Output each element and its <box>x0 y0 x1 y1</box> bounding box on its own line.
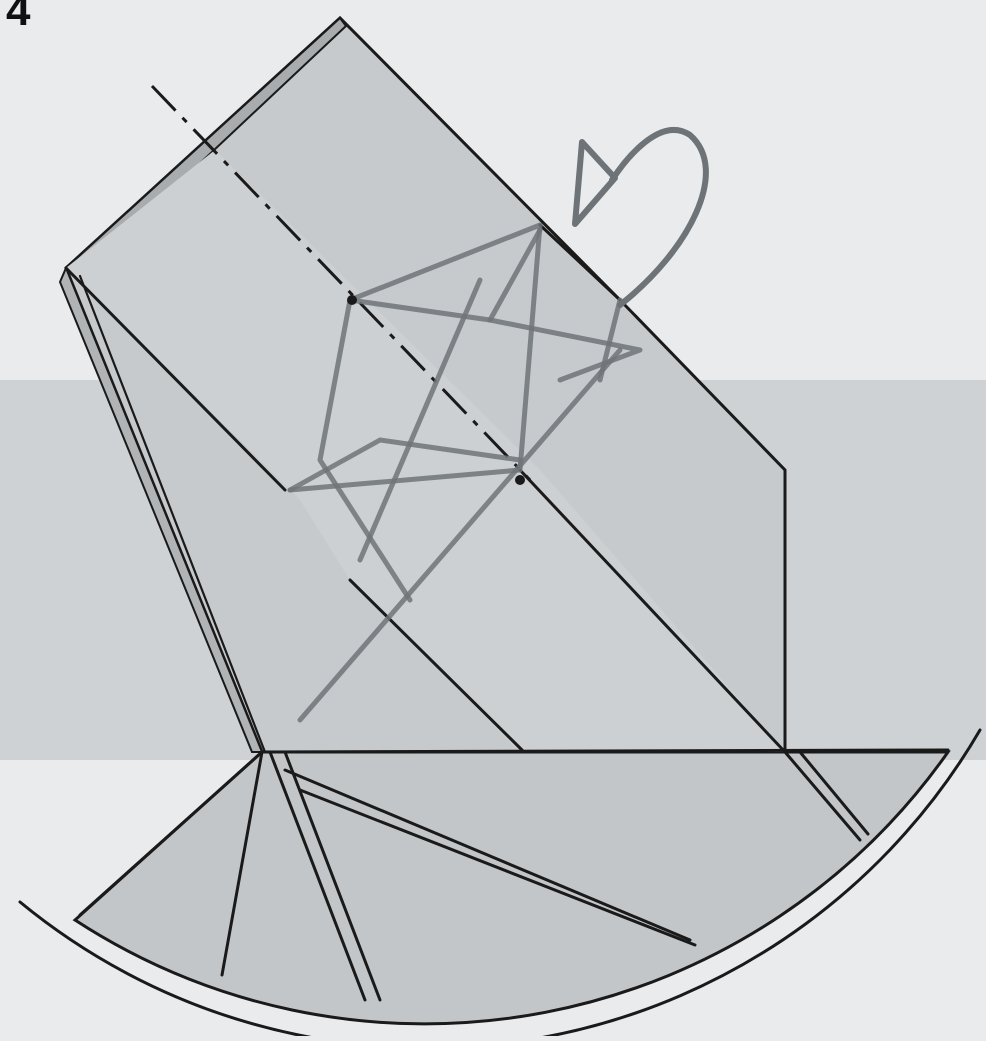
vertex-dot-lower <box>515 475 525 485</box>
lower-paper-segment <box>75 752 948 1024</box>
step-number: 4 <box>6 0 30 36</box>
vertex-dot-upper <box>347 295 357 305</box>
